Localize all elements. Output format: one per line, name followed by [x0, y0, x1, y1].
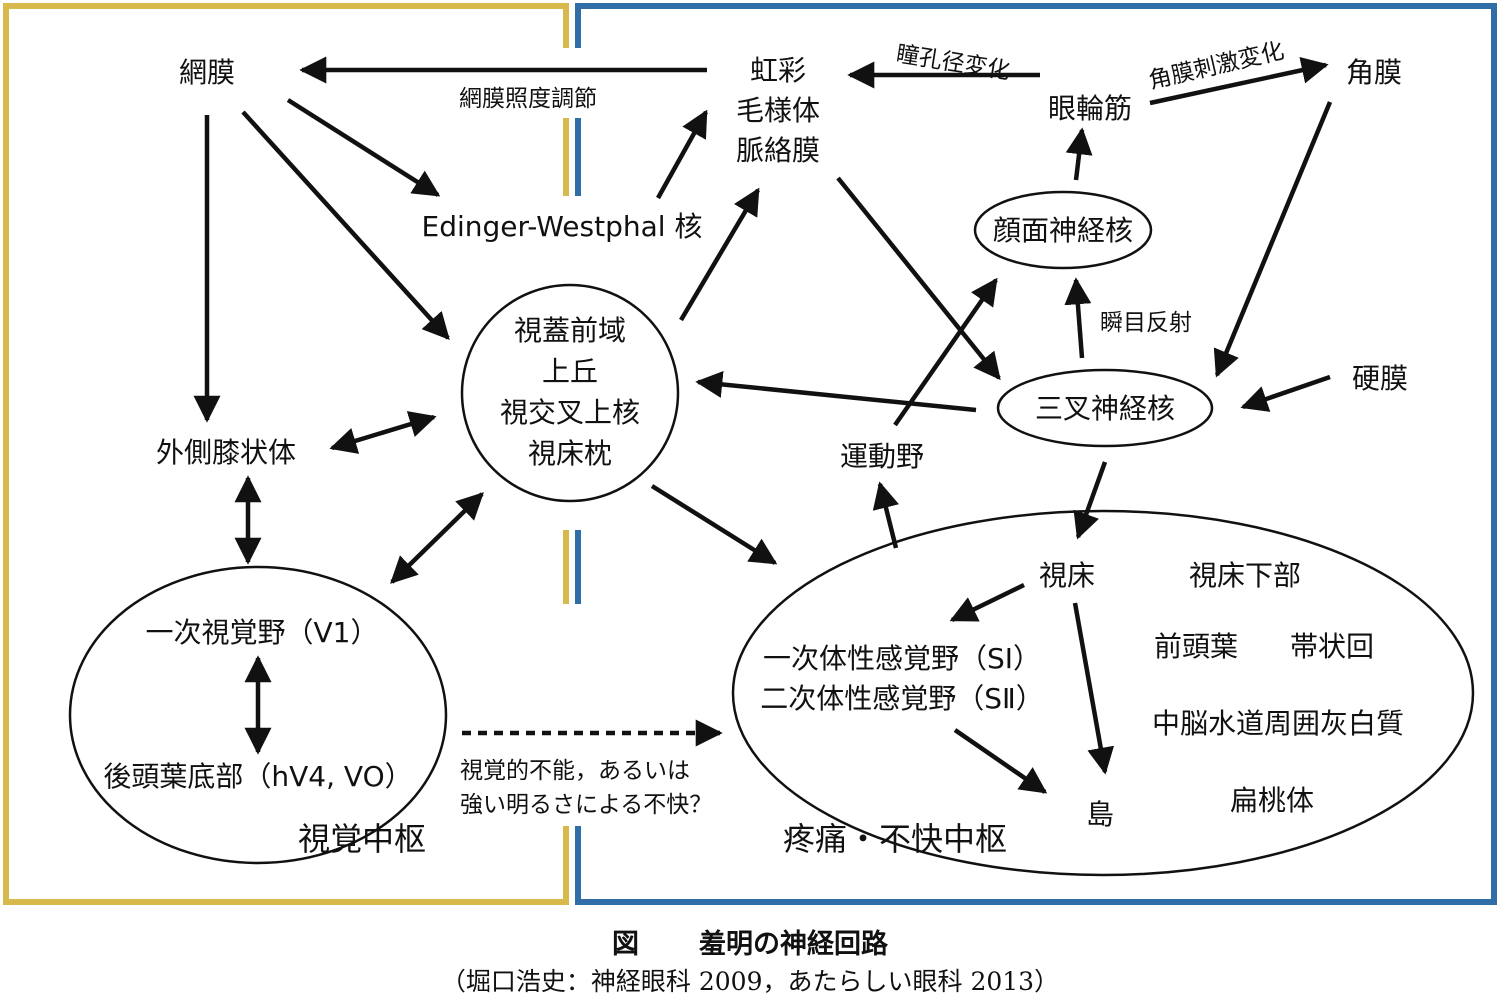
arrow-ew-to-iris: [656, 109, 708, 200]
label-amygdala: 扁桃体: [1230, 784, 1314, 817]
label-ew: Edinger-Westphal 核: [422, 210, 703, 243]
label-trigeminal: 三叉神経核: [1035, 392, 1175, 425]
label-retina-control: 網膜照度調節: [459, 86, 597, 112]
arrow-cornea-to-trigeminal: [1213, 101, 1333, 378]
arrow-iris-to-trigeminal: [836, 176, 1001, 381]
arrow-thalamus-to-s1: [949, 582, 1025, 623]
visual-center-ellipse: [68, 565, 448, 865]
label-discomfort-1: 視覚的不能，あるいは: [460, 758, 690, 784]
pretectal-circle: [460, 283, 680, 503]
trigeminal-nucleus-ellipse: [996, 368, 1214, 448]
label-pretectal-2: 上丘: [542, 355, 598, 388]
arrow-visual-pretectal: [390, 492, 484, 584]
arrow-trigeminal-to-thalamus: [1073, 461, 1108, 540]
label-v1: 一次視覚野（V1）: [146, 616, 379, 649]
label-sclera: 硬膜: [1352, 362, 1408, 395]
label-retina: 網膜: [179, 56, 235, 89]
arrow-trigeminal-to-facial: [1064, 277, 1092, 359]
label-insula: 島: [1086, 798, 1114, 831]
figure-caption: （堀口浩史：神経眼科 2009，あたらしい眼科 2013）: [440, 967, 1060, 996]
label-s2: 二次体性感覚野（SⅡ）: [760, 682, 1044, 715]
arrow-trigeminal-to-pretectal: [695, 371, 977, 413]
label-motor: 運動野: [840, 440, 924, 473]
arrow-facial-to-muscle: [1065, 127, 1093, 181]
label-discomfort-2: 強い明るさによる不快？: [460, 792, 712, 818]
facial-nucleus-ellipse: [973, 190, 1153, 270]
label-hypothalamus: 視床下部: [1189, 559, 1301, 592]
figure-title: 図 羞明の神経回路: [0, 922, 1500, 961]
label-cornea: 角膜: [1346, 56, 1402, 89]
label-pretectal-1: 視蓋前域: [514, 314, 626, 347]
pain-center-frame: [575, 3, 1497, 905]
label-frontal: 前頭葉: [1154, 630, 1238, 663]
label-lgn: 外側膝状体: [156, 436, 296, 469]
label-ciliary-muscle: 眼輪筋: [1048, 92, 1132, 125]
figure-label: 図: [612, 929, 639, 960]
label-pretectal-4: 視床枕: [528, 437, 612, 470]
pain-center-ellipse: [731, 509, 1475, 877]
label-blink: 瞬目反射: [1100, 310, 1192, 336]
arrow-thalamus-to-insula: [1072, 602, 1115, 775]
label-pretectal-3: 視交叉上核: [500, 396, 640, 429]
visual-center-frame: [3, 3, 569, 905]
figure-title-text: 羞明の神経回路: [699, 929, 888, 960]
label-corneal-change: 角膜刺激変化: [1146, 38, 1286, 94]
label-pag: 中脳水道周囲灰白質: [1152, 707, 1404, 740]
arrow-s2-to-insula: [953, 728, 1048, 794]
label-iris-3: 脈絡膜: [736, 134, 820, 167]
arrow-pretectal-to-iris: [679, 187, 760, 322]
label-pain-center: 疼痛・不快中枢: [783, 820, 1007, 858]
label-iris-1: 虹彩: [750, 54, 806, 87]
label-pupil-change: 瞳孔径変化: [894, 41, 1012, 85]
arrow-pain-to-motor: [872, 481, 899, 549]
arrow-retina-to-pretectal: [241, 110, 450, 340]
arrow-retina-to-ew: [286, 98, 441, 197]
label-thalamus: 視床: [1039, 559, 1095, 592]
arrow-muscle-to-cornea: [1149, 56, 1329, 106]
label-facial: 顔面神経核: [993, 214, 1133, 247]
arrow-motor-to-facial: [893, 277, 998, 427]
label-visual-center: 視覚中枢: [298, 820, 426, 858]
label-occipital: 後頭葉底部（hV4, VO）: [103, 760, 412, 793]
arrow-pretectal-to-pain: [650, 484, 778, 565]
arrow-sclera-to-trigeminal: [1240, 374, 1331, 412]
arrow-lgn-pretectal: [329, 411, 437, 454]
label-s1: 一次体性感覚野（SⅠ）: [763, 642, 1041, 675]
label-iris-2: 毛様体: [736, 94, 820, 127]
label-cingulate: 帯状回: [1290, 630, 1374, 663]
